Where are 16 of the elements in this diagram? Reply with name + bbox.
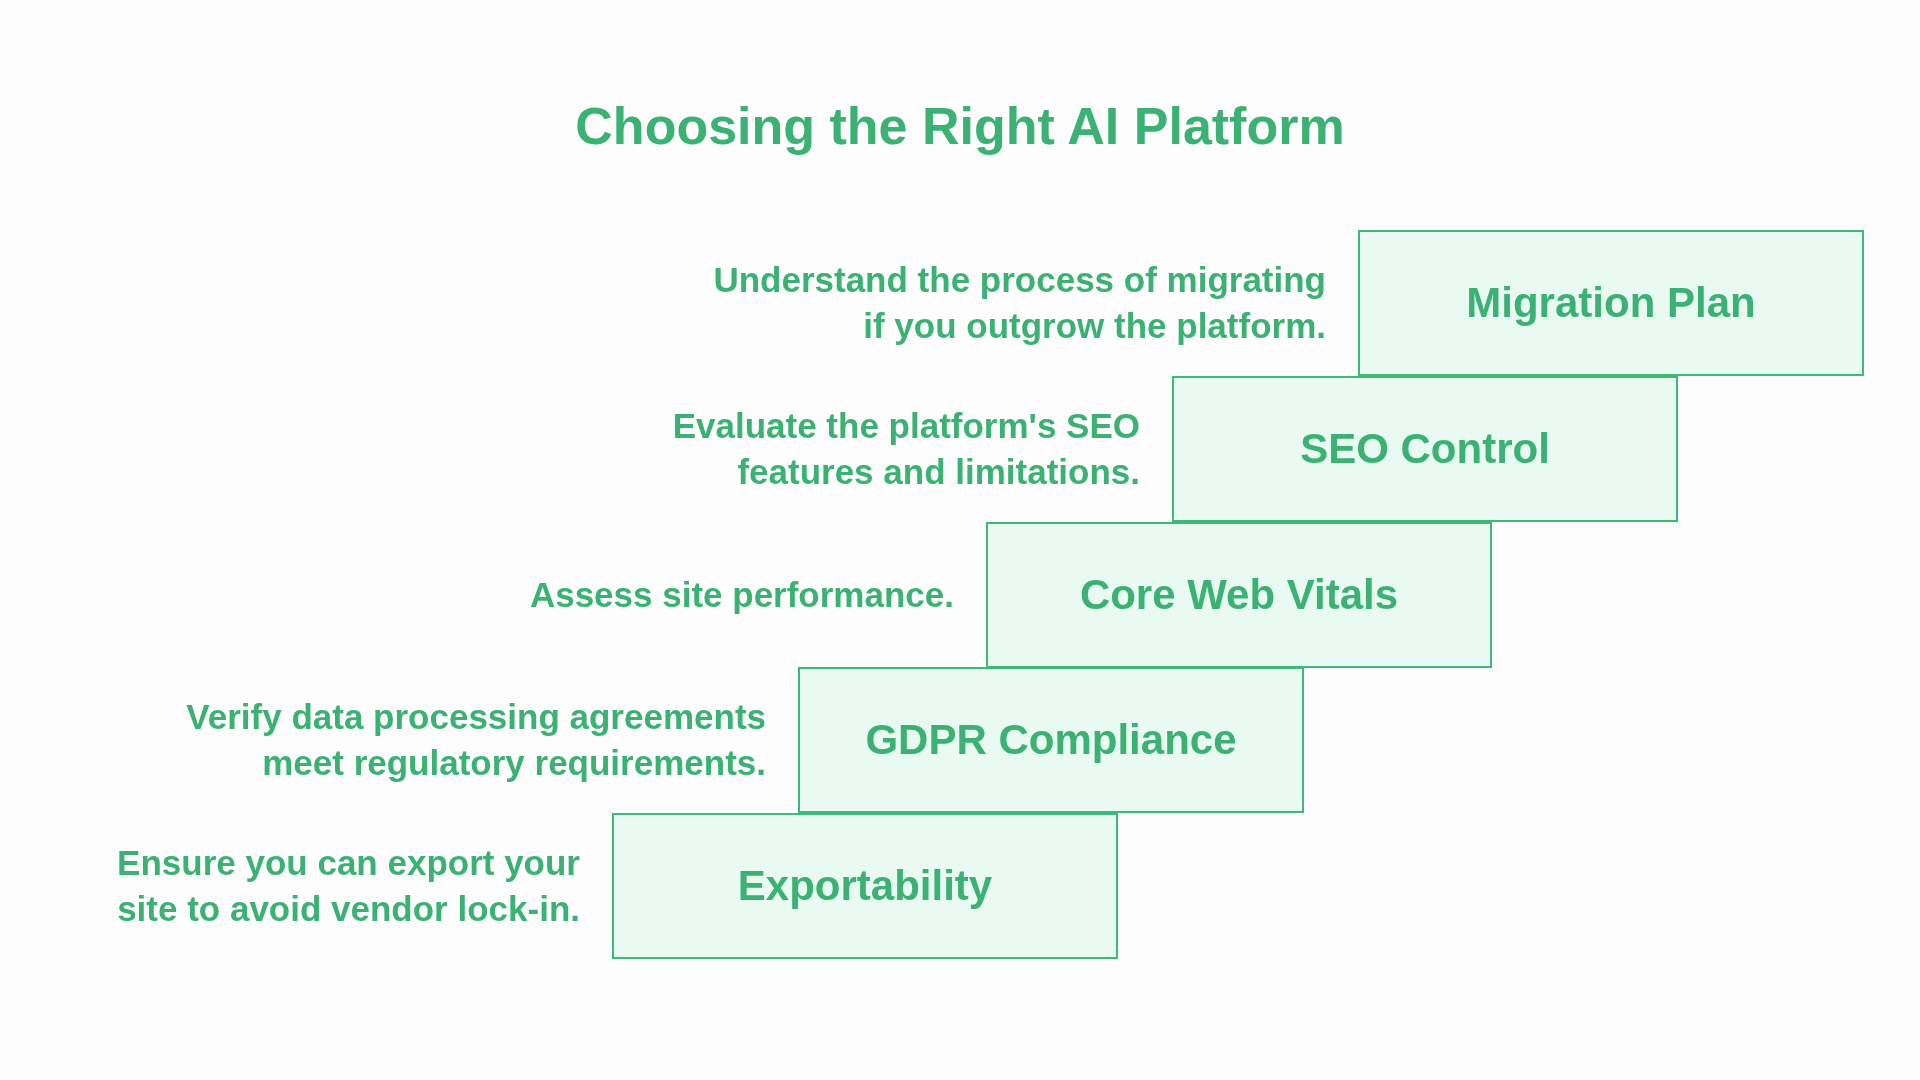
step-box <box>986 522 1492 668</box>
step-label: GDPR Compliance <box>865 715 1237 765</box>
step-box <box>612 813 1118 959</box>
step-label: Core Web Vitals <box>1079 570 1399 620</box>
step-description: Understand the process of migrating if you outgrow the platform. <box>712 259 1326 347</box>
step-description: Verify data processing agreements meet regulatory requirements. <box>185 696 766 784</box>
diagram-title: Choosing the Right AI Platform <box>575 96 1345 157</box>
step-label: SEO Control <box>1300 424 1550 474</box>
step-label: Exportability <box>737 861 993 911</box>
step-description: Evaluate the platform's SEO features and limitations. <box>671 405 1140 493</box>
step-box <box>1358 230 1864 376</box>
step-box <box>798 667 1304 813</box>
step-label: Migration Plan <box>1466 278 1756 328</box>
step-description: Assess site performance. <box>529 574 954 616</box>
step-box <box>1172 376 1678 522</box>
step-description: Ensure you can export your site to avoid vendor lock-in. <box>116 842 580 930</box>
